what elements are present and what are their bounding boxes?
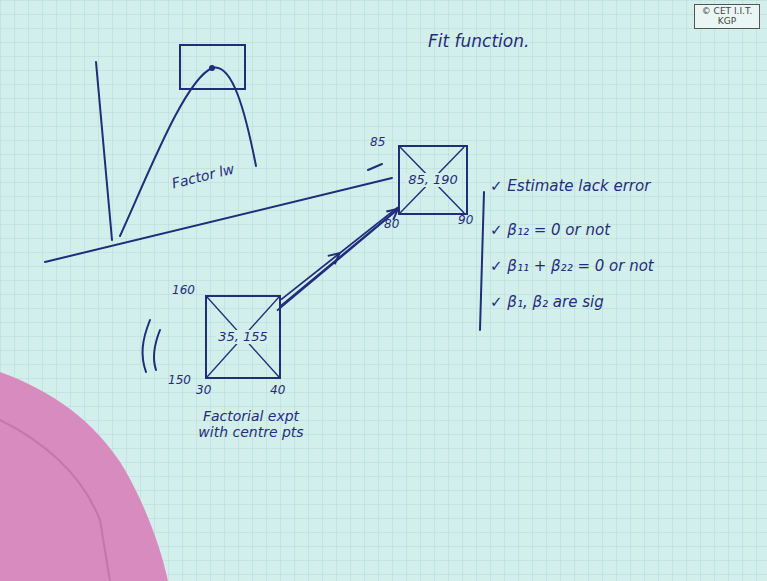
check-item: ✓ Estimate lack error — [490, 178, 650, 195]
check-item: ✓ β₁₁ + β₂₂ = 0 or not — [490, 258, 654, 275]
level-value: 80 — [384, 218, 399, 232]
level-value: 40 — [270, 384, 285, 398]
design-region-box: 85, 190 — [398, 145, 468, 215]
logo-mark: © CET I.I.T. KGP — [694, 4, 760, 29]
level-value: 30 — [196, 384, 211, 398]
check-item: ✓ β₁₂ = 0 or not — [490, 222, 610, 239]
note-text: Fit function. — [428, 32, 529, 52]
design-region-box: 35, 155 — [205, 295, 281, 379]
check-item: ✓ β₁, β₂ are sig — [490, 294, 604, 311]
level-value: 160 — [172, 284, 195, 298]
level-value: 85 — [370, 136, 385, 150]
search-path-arrow — [277, 207, 398, 310]
centre-point-label: 85, 190 — [406, 173, 460, 187]
level-value: 150 — [168, 374, 191, 388]
centre-point-label: 35, 155 — [216, 330, 270, 344]
caption-note: Factorial expt with centre pts — [196, 408, 306, 440]
level-value: 90 — [458, 214, 473, 228]
